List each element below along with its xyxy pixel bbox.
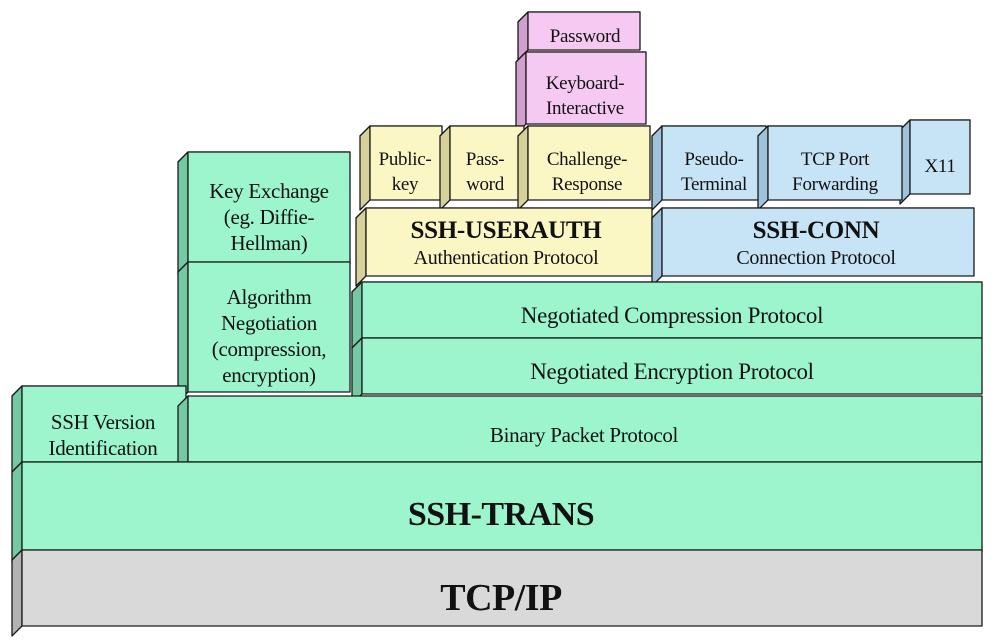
conn-box-side: [651, 207, 663, 287]
version-id-box-side: [11, 385, 23, 473]
algorithm-box-front: [187, 261, 351, 393]
tcpip-box-side: [11, 549, 23, 637]
publickey-box-side: [359, 125, 371, 211]
key-exchange-box-side: [177, 151, 189, 275]
version-id-box-front: [21, 385, 187, 463]
tcpip-box-front: [21, 549, 983, 627]
binary-packet-box-front: [187, 395, 983, 463]
ssh-trans-box-side: [11, 461, 23, 563]
x11-box-front: [909, 119, 971, 195]
pseudo-box-side: [651, 125, 663, 211]
tcp-forward-box-side: [757, 125, 769, 211]
compression-box-front: [361, 281, 983, 339]
challenge-box-front: [527, 125, 651, 201]
tcp-forward-box-front: [767, 125, 903, 201]
kb-password-box-front: [527, 11, 641, 51]
pseudo-box-front: [661, 125, 767, 201]
challenge-box-side: [517, 125, 529, 211]
keyboard-interactive-box-side: [515, 51, 527, 135]
keyboard-interactive-box-front: [525, 51, 647, 125]
password-box-front: [449, 125, 525, 201]
encryption-box-front: [361, 337, 983, 395]
compression-box-side: [351, 281, 363, 349]
password-box-side: [439, 125, 451, 211]
algorithm-box-side: [177, 261, 189, 403]
conn-box-front: [661, 207, 975, 277]
binary-packet-box-side: [177, 395, 189, 473]
encryption-box-side: [351, 337, 363, 405]
publickey-box-front: [369, 125, 443, 201]
userauth-box-front: [365, 207, 653, 277]
userauth-box-side: [355, 207, 367, 287]
key-exchange-box-front: [187, 151, 351, 265]
ssh-trans-box-front: [21, 461, 983, 553]
